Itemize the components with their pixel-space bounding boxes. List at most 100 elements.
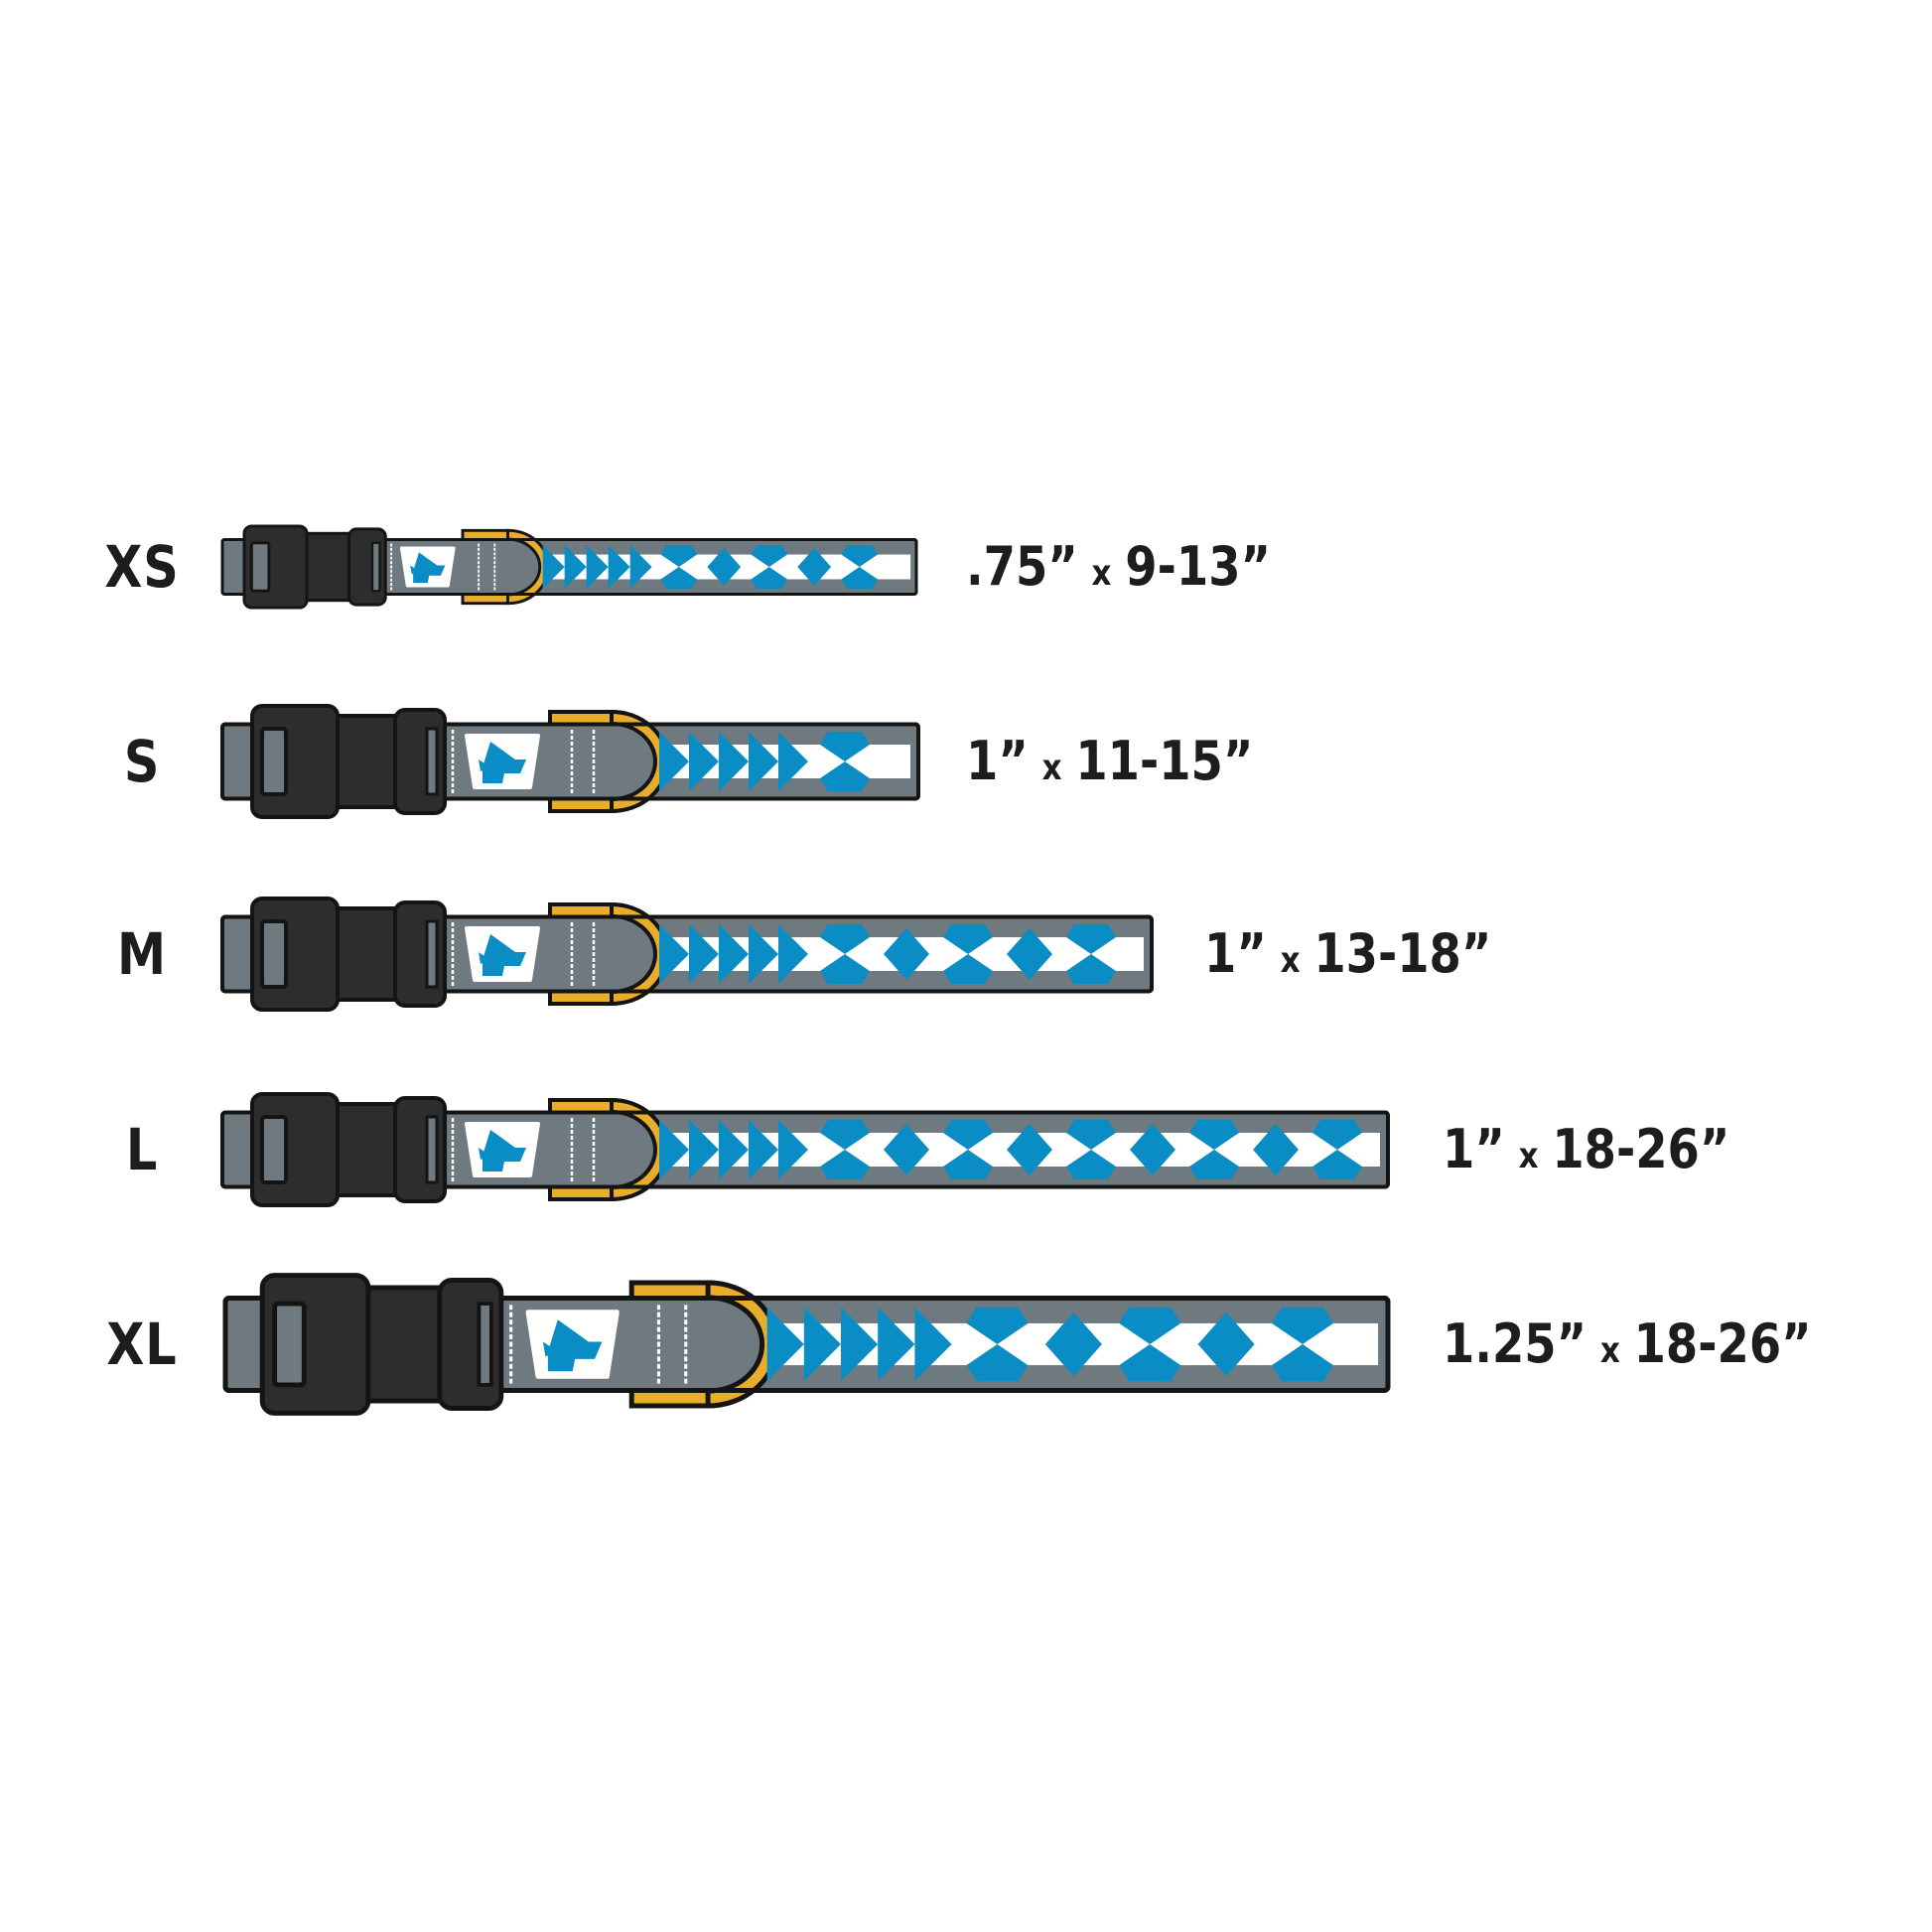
d-ring-curve bbox=[610, 901, 669, 1007]
chevron-triangle bbox=[749, 1120, 778, 1179]
hourglass-bottom bbox=[1312, 1150, 1362, 1179]
chevron-triangle bbox=[564, 545, 587, 589]
chevron-triangle bbox=[689, 924, 719, 984]
buckle-center bbox=[330, 906, 405, 1002]
chevron-triangle bbox=[719, 732, 749, 791]
chevron-triangle bbox=[542, 545, 565, 589]
collar-width: 1” bbox=[1443, 1118, 1505, 1180]
hourglass-bottom bbox=[841, 567, 878, 589]
diamond bbox=[884, 1124, 929, 1175]
hourglass-top bbox=[820, 1120, 870, 1150]
hourglass-top bbox=[943, 1120, 993, 1150]
d-ring-curve bbox=[705, 1280, 779, 1409]
chevron-triangle bbox=[689, 732, 719, 791]
logo-dog-icon bbox=[413, 552, 446, 584]
collar-length: 18-26” bbox=[1633, 1312, 1812, 1375]
buckle-icon bbox=[242, 524, 387, 610]
chevron-triangle bbox=[659, 1120, 689, 1179]
hourglass-bottom bbox=[1272, 1344, 1333, 1382]
buckle-window bbox=[260, 727, 288, 796]
separator: x bbox=[1518, 1136, 1539, 1176]
hourglass-bottom bbox=[820, 1150, 870, 1179]
buckle-center bbox=[357, 1285, 453, 1404]
size-label-l: L bbox=[125, 1116, 159, 1183]
logo-ear-icon bbox=[410, 565, 419, 575]
diamond bbox=[797, 547, 832, 587]
buckle-slot bbox=[425, 1115, 439, 1184]
chevron-triangle bbox=[841, 1307, 879, 1382]
logo-ear-icon bbox=[542, 1341, 558, 1357]
diamond bbox=[1044, 1311, 1102, 1377]
hourglass-top bbox=[1066, 1120, 1116, 1150]
chevron-triangle bbox=[778, 732, 808, 791]
hourglass-top bbox=[751, 545, 788, 567]
buckle-slot bbox=[370, 541, 381, 593]
hourglass-top bbox=[1312, 1120, 1362, 1150]
hourglass-bottom bbox=[1189, 1150, 1239, 1179]
hourglass-top bbox=[1119, 1307, 1181, 1344]
hourglass-top bbox=[660, 545, 698, 567]
hourglass-top bbox=[820, 924, 870, 954]
buckle-slot bbox=[425, 919, 439, 989]
buckle-center bbox=[330, 1102, 405, 1197]
logo-ear-icon bbox=[479, 1148, 490, 1160]
collar-width: 1” bbox=[966, 730, 1029, 792]
hourglass-bottom bbox=[820, 954, 870, 984]
chevron-triangle bbox=[659, 924, 689, 984]
logo-ear-icon bbox=[479, 952, 490, 964]
chevron-triangle bbox=[749, 924, 778, 984]
chevron-triangle bbox=[766, 1307, 804, 1382]
collar-xs bbox=[220, 524, 918, 610]
separator: x bbox=[1280, 940, 1301, 981]
separator: x bbox=[1041, 748, 1062, 788]
hourglass-bottom bbox=[943, 1150, 993, 1179]
pattern bbox=[766, 1307, 1333, 1382]
separator: x bbox=[1091, 553, 1112, 594]
collar-length: 9-13” bbox=[1125, 535, 1272, 598]
hourglass-bottom bbox=[751, 567, 788, 589]
collar-xl bbox=[222, 1273, 1391, 1416]
buckle-window bbox=[260, 919, 288, 989]
size-label-s: S bbox=[123, 728, 161, 795]
diamond bbox=[1007, 928, 1052, 980]
pattern bbox=[542, 545, 878, 589]
diamond bbox=[884, 928, 929, 980]
chevron-triangle bbox=[689, 1120, 719, 1179]
chevron-triangle bbox=[586, 545, 609, 589]
buckle-slot bbox=[477, 1302, 493, 1387]
buckle-icon bbox=[250, 1092, 447, 1207]
buckle-slot bbox=[425, 727, 439, 796]
diamond bbox=[707, 547, 742, 587]
buckle-center bbox=[301, 531, 356, 603]
logo-dog-icon bbox=[547, 1319, 603, 1372]
chevron-triangle bbox=[719, 1120, 749, 1179]
hourglass-bottom bbox=[1066, 1150, 1116, 1179]
diamond bbox=[1197, 1311, 1255, 1377]
buckle-window bbox=[272, 1301, 307, 1388]
collar-m bbox=[220, 897, 1154, 1012]
d-ring-curve bbox=[610, 709, 669, 814]
buckle-center bbox=[330, 714, 405, 809]
logo-ear-icon bbox=[479, 759, 490, 771]
size-label-xl: XL bbox=[106, 1311, 178, 1378]
chevron-triangle bbox=[608, 545, 630, 589]
collar-width: 1.25” bbox=[1443, 1312, 1587, 1375]
d-ring-curve bbox=[610, 1097, 669, 1202]
hourglass-top bbox=[1189, 1120, 1239, 1150]
buckle-window bbox=[249, 541, 271, 593]
chevron-triangle bbox=[749, 732, 778, 791]
chevron-triangle bbox=[629, 545, 652, 589]
size-label-m: M bbox=[117, 920, 167, 988]
buckle-icon bbox=[250, 704, 447, 819]
hourglass-top bbox=[966, 1307, 1029, 1344]
strap-outline bbox=[220, 914, 1154, 994]
buckle-icon bbox=[250, 897, 447, 1012]
pattern bbox=[659, 1120, 1362, 1179]
hourglass-top bbox=[1066, 924, 1116, 954]
hourglass-top bbox=[841, 545, 878, 567]
chevron-triangle bbox=[778, 924, 808, 984]
